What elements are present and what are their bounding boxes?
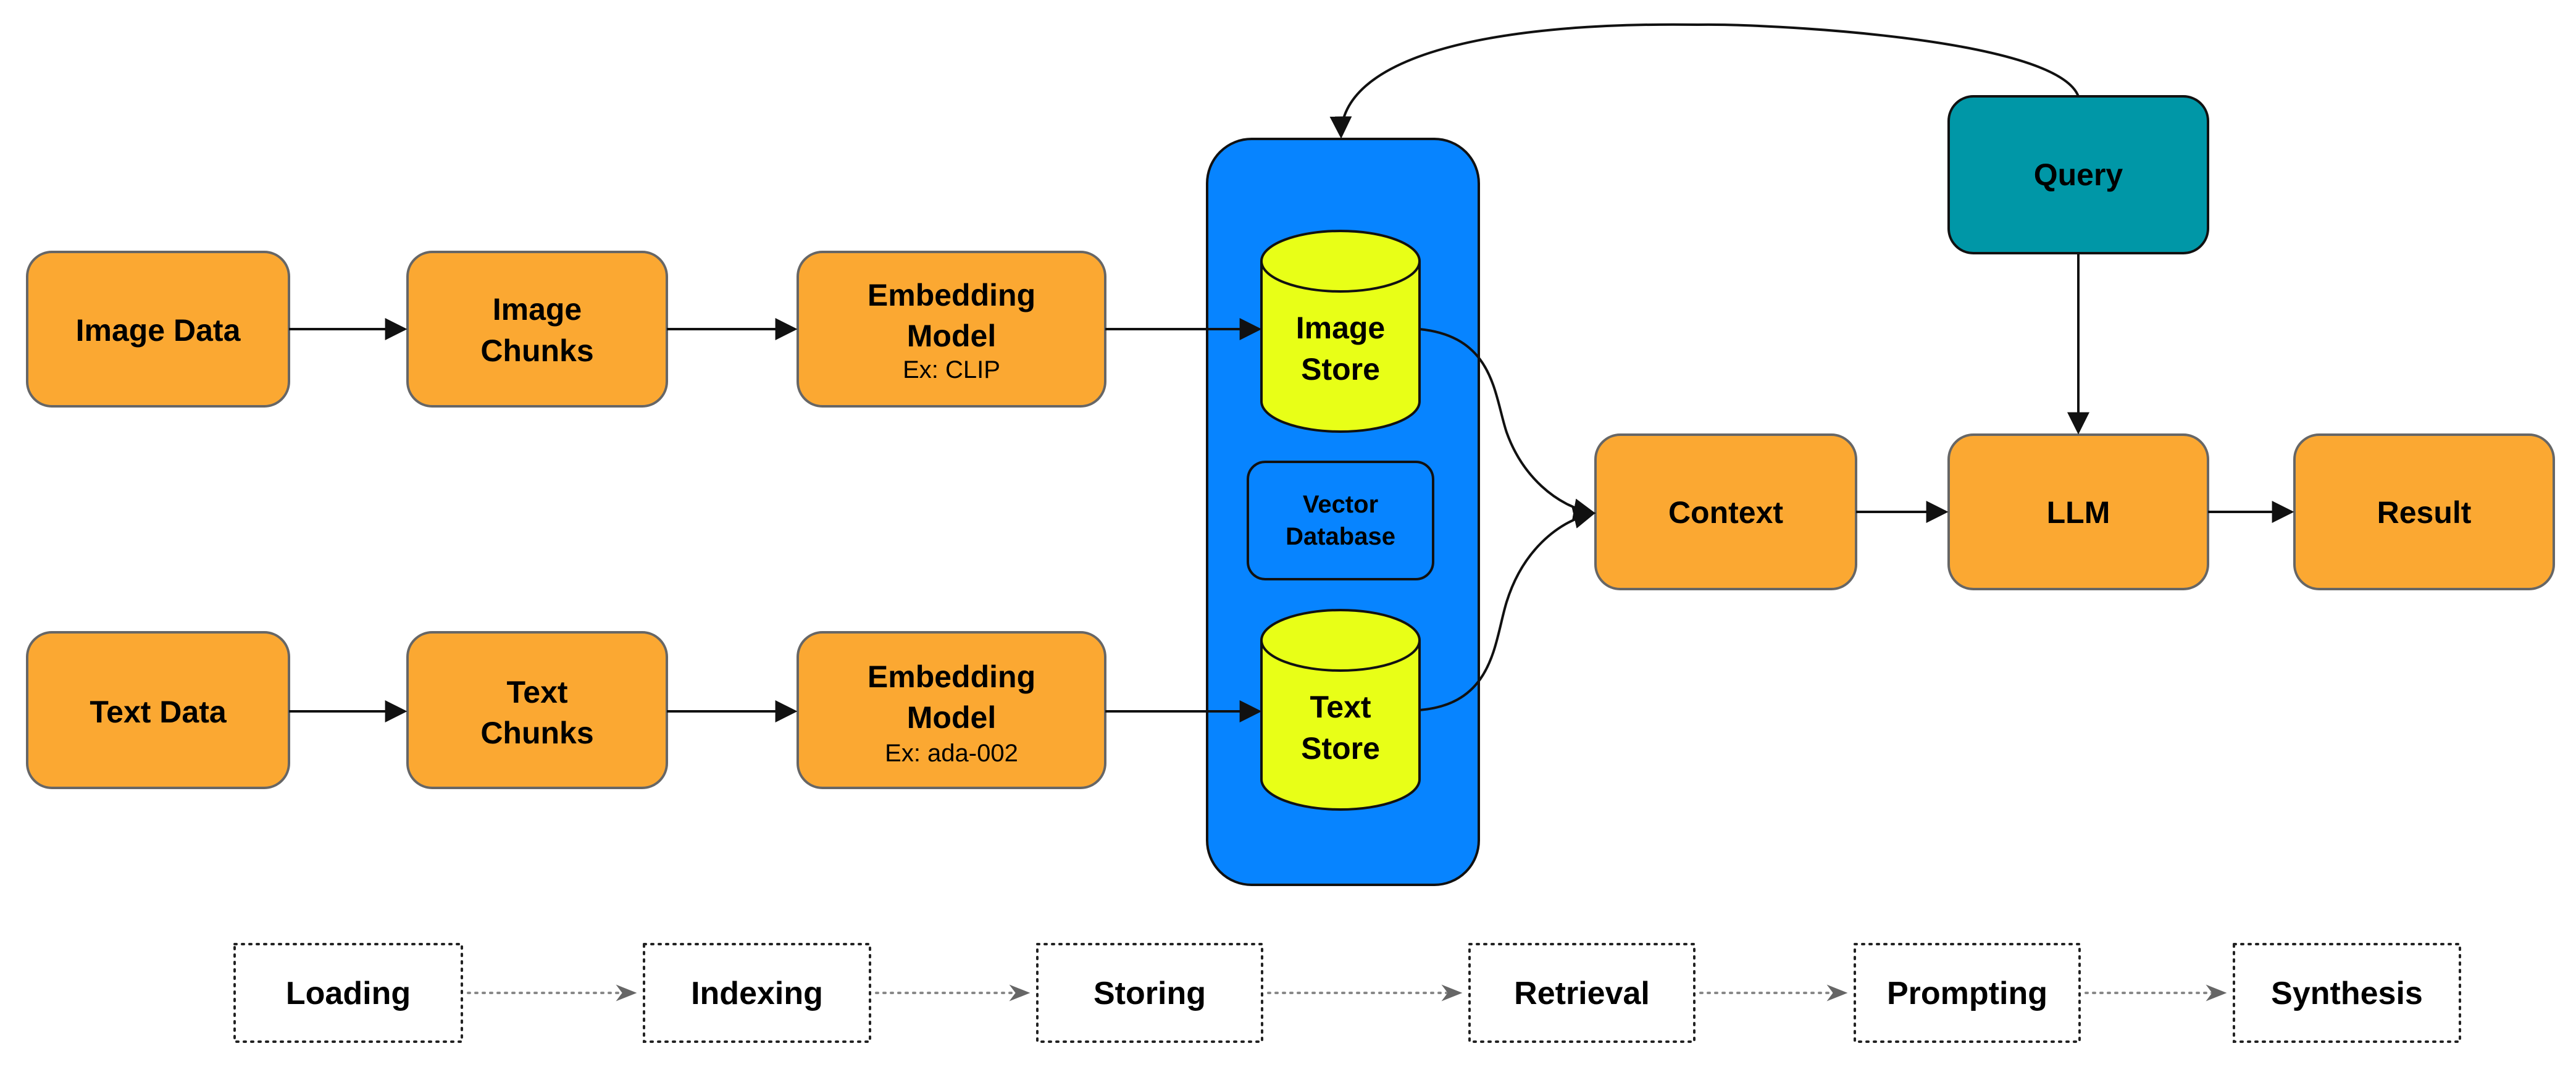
text-chunks-label-line1: Text [506,675,567,709]
image-store-label-line2: Store [1301,352,1380,387]
text-embedding-label-line2: Model [907,700,996,735]
stage-synthesis-label: Synthesis [2271,976,2423,1011]
edge-image-store-to-context [1419,328,1596,521]
stage-prompting: Prompting [1854,943,2081,1043]
llm-label: LLM [2047,495,2110,530]
stage-indexing: Indexing [643,943,871,1043]
vector-database-label-line2: Database [1286,523,1395,550]
stage-retrieval-label: Retrieval [1514,976,1650,1011]
image-chunks-label-line2: Chunks [480,333,593,368]
stage-loading: Loading [233,943,463,1043]
image-embedding-label-line1: Embedding [868,278,1035,312]
stage-synthesis: Synthesis [2233,943,2461,1043]
image-data-node: Image Data [26,251,290,408]
stage-prompting-label: Prompting [1887,976,2047,1011]
text-data-label: Text Data [90,695,227,729]
stage-loading-label: Loading [286,976,411,1011]
llm-node: LLM [1947,433,2209,590]
stage-flow: Loading Indexing Storing Retrieval Promp… [233,943,2461,1043]
edge-query-to-vector-database [1329,23,2080,139]
stage-storing-label: Storing [1094,976,1206,1011]
image-chunks-node: Image Chunks [406,251,668,408]
text-store-label-line2: Store [1301,731,1380,766]
text-chunks-label-line2: Chunks [480,716,593,750]
stage-indexing-label: Indexing [691,976,823,1011]
vector-database-label-line1: Vector [1303,491,1378,518]
image-data-label: Image Data [76,313,241,348]
text-embedding-model-node: Embedding Model Ex: ada-002 [797,631,1106,789]
query-node: Query [1947,95,2209,254]
text-data-node: Text Data [26,631,290,789]
context-node: Context [1594,433,1857,590]
edge-text-store-to-context [1419,506,1596,711]
image-store-cylinder: Image Store [1260,230,1421,433]
context-label: Context [1668,495,1783,530]
query-label: Query [2034,157,2123,192]
text-chunks-node: Text Chunks [406,631,668,789]
image-embedding-label-line2: Model [907,319,996,353]
image-chunks-label-line1: Image [493,292,582,327]
image-embedding-example: Ex: CLIP [903,356,1000,383]
text-store-cylinder: Text Store [1260,609,1421,811]
result-node: Result [2293,433,2555,590]
text-embedding-example: Ex: ada-002 [885,740,1018,767]
result-label: Result [2377,495,2472,530]
stage-retrieval: Retrieval [1468,943,1696,1043]
vector-database-label-box: Vector Database [1247,461,1434,580]
edges [289,23,2294,722]
text-embedding-label-line1: Embedding [868,659,1035,694]
image-store-label-line1: Image [1296,311,1386,345]
stage-storing: Storing [1036,943,1263,1043]
image-embedding-model-node: Embedding Model Ex: CLIP [797,251,1106,408]
text-store-label-line1: Text [1310,690,1371,724]
